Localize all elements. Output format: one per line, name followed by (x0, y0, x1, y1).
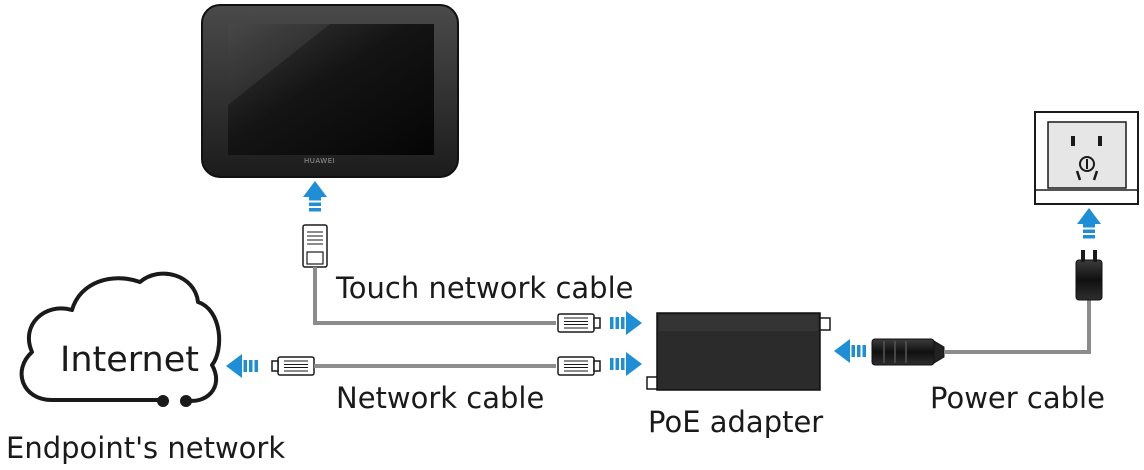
wall-socket (1034, 111, 1139, 205)
arrow-to-touch-panel (303, 181, 327, 212)
wall-plug (1075, 250, 1103, 301)
poe-adapter-label: PoE adapter (648, 405, 824, 439)
arrow-network-cable-to-poe (610, 352, 642, 376)
poe-adapter (646, 312, 831, 391)
arrow-to-socket (1077, 208, 1101, 239)
arrow-power-to-poe (834, 339, 866, 363)
touch-cable-rj45 (557, 313, 601, 333)
arrow-to-internet (226, 354, 258, 378)
touch-panel (201, 4, 459, 178)
power-plug-connector (871, 338, 945, 366)
internet-label: Internet (60, 340, 199, 380)
touch-rj45-connector (302, 224, 328, 268)
endpoint-network-label: Endpoint's network (6, 431, 286, 465)
touch-panel-brand: HUAWEI (304, 157, 336, 165)
touch-network-cable-label: Touch network cable (336, 271, 634, 305)
network-cable-label: Network cable (336, 381, 545, 415)
arrow-touch-cable-to-poe (610, 311, 642, 335)
internet-cloud (19, 271, 222, 407)
power-cable-label: Power cable (930, 381, 1105, 415)
power-cable (944, 300, 1091, 354)
network-cable-rj45-right (557, 356, 601, 376)
touch-network-cable (313, 267, 556, 325)
network-cable-rj45-left (271, 356, 315, 376)
